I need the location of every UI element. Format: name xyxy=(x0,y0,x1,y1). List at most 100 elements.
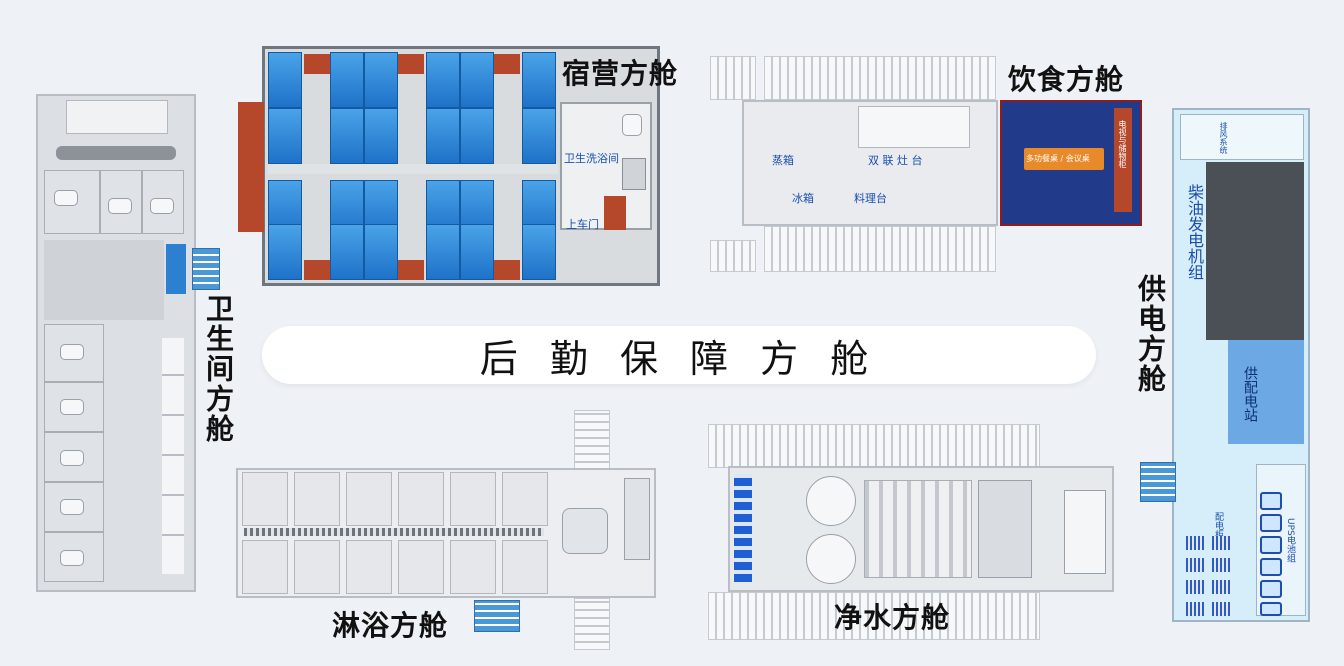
battery-rack xyxy=(1186,536,1206,550)
toilet-seat xyxy=(150,198,174,214)
toilet-label: 卫生间方舱 xyxy=(202,294,235,444)
toilet-tank xyxy=(66,100,168,134)
toilet-seat xyxy=(60,550,84,566)
shower-module xyxy=(236,468,656,598)
toilet-module xyxy=(36,94,196,592)
dorm-bed xyxy=(426,52,460,108)
dining-side-cabinet xyxy=(1114,108,1132,212)
shower-cell xyxy=(450,540,496,594)
stove-top xyxy=(858,106,970,148)
shower-cell xyxy=(398,472,444,526)
corridor xyxy=(44,240,164,320)
toilet-seat xyxy=(60,344,84,360)
shower-cell xyxy=(346,540,392,594)
battery-rack xyxy=(1212,558,1232,572)
battery-rack xyxy=(1186,602,1206,616)
dining-stair xyxy=(764,226,996,272)
dorm-bed xyxy=(330,52,364,108)
fridge-label: 冰箱 xyxy=(792,192,814,205)
ups-label: UPS电池组 xyxy=(1285,518,1295,563)
dining-label: 饮食方舱 xyxy=(1008,63,1125,96)
shower-cell xyxy=(502,540,548,594)
page-title: 后 勤 保 障 方 舱 xyxy=(479,336,879,381)
water-stair xyxy=(708,592,1040,640)
ups-battery xyxy=(1260,602,1282,616)
shower-stair xyxy=(574,410,610,470)
dorm-nightstand xyxy=(494,260,520,280)
toilet-seat xyxy=(54,190,78,206)
battery-rack xyxy=(1212,602,1232,616)
shower-cell xyxy=(242,472,288,526)
shower-label: 淋浴方舱 xyxy=(332,609,449,642)
door-label: 上车门 xyxy=(566,218,599,231)
dorm-nightstand xyxy=(304,54,330,74)
steam-label: 蒸箱 xyxy=(772,154,794,167)
dorm-bed xyxy=(364,224,398,280)
dorm-nightstand xyxy=(304,260,330,280)
dorm-bed xyxy=(330,224,364,280)
shower-stair xyxy=(574,598,610,650)
battery-rack xyxy=(1212,580,1232,594)
dorm-bed xyxy=(330,108,364,164)
ups-battery xyxy=(1260,580,1282,598)
top-bay-label: 排风系统 xyxy=(1219,122,1228,154)
dorm-nightstand xyxy=(398,54,424,74)
switch-station xyxy=(1228,340,1304,444)
water-tank xyxy=(806,476,856,526)
water-stair xyxy=(708,424,1040,468)
dorm-bed xyxy=(268,108,302,164)
shower-cell xyxy=(294,540,340,594)
dorm-nightstand xyxy=(398,260,424,280)
water-control-panel xyxy=(734,474,752,582)
dorm-bed xyxy=(364,52,398,108)
toilet-stall xyxy=(44,482,104,532)
washroom-label: 卫生洗浴间 xyxy=(564,152,619,165)
stove-label: 双 联 灶 台 xyxy=(868,154,923,167)
dining-stair xyxy=(764,56,996,100)
dorm-aisle xyxy=(268,164,558,174)
generator-label: 柴油发电机组 xyxy=(1185,184,1204,280)
side-label: 电视与储物柜 xyxy=(1118,120,1127,168)
title-banner: 后 勤 保 障 方 舱 xyxy=(262,326,1096,384)
dining-module: 蒸箱 双 联 灶 台 冰箱 料理台 多功餐桌 / 会议桌 电视与储物柜 xyxy=(742,100,1142,226)
toilet-piping xyxy=(56,146,176,160)
station-label: 供配电站 xyxy=(1242,366,1258,422)
dorm-bed xyxy=(268,224,302,280)
shower-cell xyxy=(242,540,288,594)
table-label: 多功餐桌 / 会议桌 xyxy=(1026,154,1090,163)
dorm-bed xyxy=(522,52,556,108)
dining-table xyxy=(1024,148,1104,170)
shower-equipment xyxy=(562,508,608,554)
dorm-label: 宿营方舱 xyxy=(562,57,679,90)
toilet-seat xyxy=(108,198,132,214)
ups-battery xyxy=(1260,558,1282,576)
dorm-nightstand xyxy=(494,54,520,74)
toilet-seat xyxy=(60,450,84,466)
water-label: 净水方舱 xyxy=(834,601,951,634)
power-top-bay xyxy=(1180,114,1304,160)
water-module xyxy=(728,466,1114,592)
generator-block xyxy=(1206,162,1304,340)
power-label: 供电方舱 xyxy=(1134,274,1167,394)
dorm-bed xyxy=(426,108,460,164)
dist-label: 配电柜 xyxy=(1213,512,1223,539)
dorm-bed xyxy=(460,108,494,164)
battery-rack xyxy=(1186,558,1206,572)
dining-stair xyxy=(710,56,756,100)
toilet-seat xyxy=(60,499,84,515)
ups-battery xyxy=(1260,492,1282,510)
washroom-sink xyxy=(622,158,646,190)
dorm-bed xyxy=(522,108,556,164)
washroom-toilet-seat xyxy=(622,114,642,136)
shower-tank xyxy=(624,478,650,560)
shower-cell xyxy=(450,472,496,526)
dorm-bed xyxy=(426,224,460,280)
door-panel xyxy=(604,196,626,230)
water-tank xyxy=(806,534,856,584)
shower-cell xyxy=(294,472,340,526)
ups-battery xyxy=(1260,514,1282,532)
dorm-bed xyxy=(460,224,494,280)
water-storage xyxy=(1064,490,1106,574)
shower-cell xyxy=(346,472,392,526)
dorm-bed xyxy=(268,52,302,108)
